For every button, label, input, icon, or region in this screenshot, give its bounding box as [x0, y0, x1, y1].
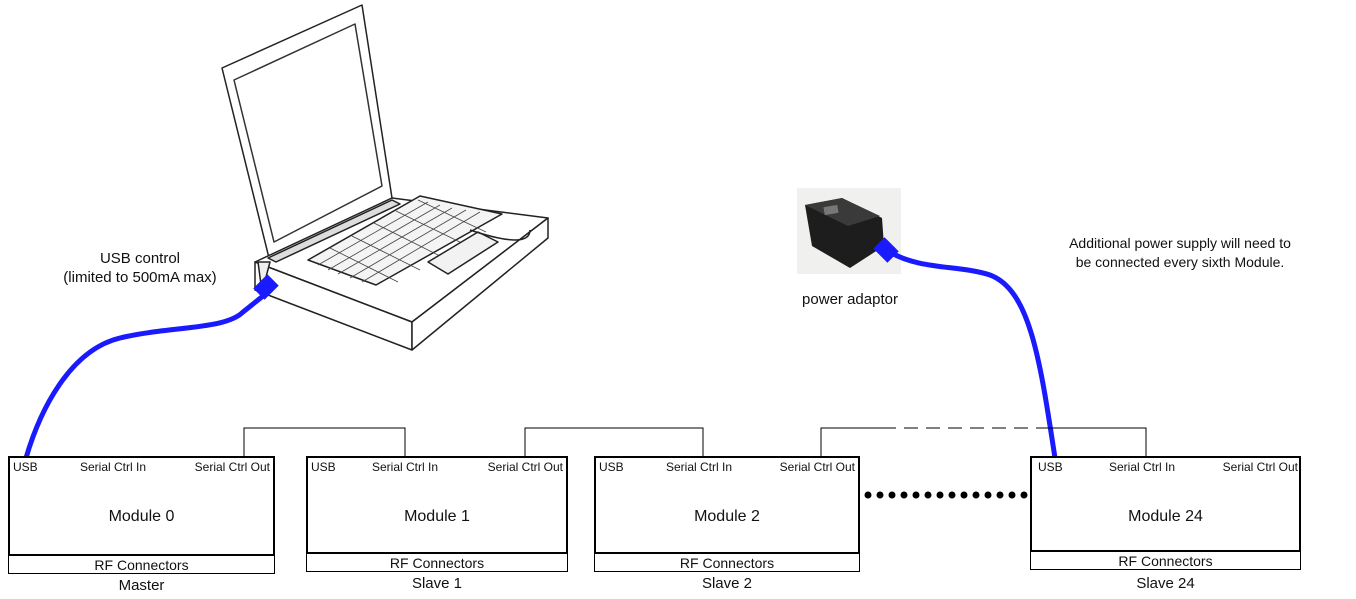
dotted-continuation — [864, 491, 1028, 499]
serial-in-label: Serial Ctrl In — [666, 460, 733, 474]
serial-in-label: Serial Ctrl In — [372, 460, 439, 474]
module-box: USB Serial Ctrl In Serial Ctrl Out Modul… — [8, 456, 275, 556]
serial-out-label: Serial Ctrl Out — [194, 460, 270, 474]
serial-in-label: Serial Ctrl In — [80, 460, 147, 474]
serial-connections — [243, 427, 1147, 456]
serial-out-label: Serial Ctrl Out — [487, 460, 563, 474]
module-name: Module 24 — [1128, 508, 1203, 525]
power-note-label: Additional power supply will need to be … — [1069, 235, 1291, 270]
serial-in-label: Serial Ctrl In — [1109, 460, 1176, 474]
module-name: Module 1 — [404, 508, 470, 525]
rf-connectors-bar: RF Connectors — [306, 554, 568, 572]
usb-port-label: USB — [13, 460, 38, 474]
module-box: USB Serial Ctrl In Serial Ctrl Out Modul… — [1030, 456, 1301, 552]
power-adaptor-icon — [797, 188, 901, 274]
rf-connectors-bar: RF Connectors — [594, 554, 860, 572]
module-role: Slave 1 — [411, 575, 463, 592]
serial-out-label: Serial Ctrl Out — [1222, 460, 1298, 474]
module-role: Master — [118, 577, 165, 594]
usb-cable — [23, 274, 279, 461]
power-cable — [873, 237, 1058, 461]
power-adaptor-label: power adaptor — [802, 291, 898, 308]
module-role: Slave 24 — [1136, 575, 1195, 592]
module-box: USB Serial Ctrl In Serial Ctrl Out Modul… — [306, 456, 568, 554]
rf-connectors-bar: RF Connectors — [8, 556, 275, 574]
module-name: Module 0 — [108, 508, 175, 525]
usb-port-label: USB — [599, 460, 624, 474]
rf-connectors-bar: RF Connectors — [1030, 552, 1301, 570]
module-role: Slave 2 — [701, 575, 753, 592]
module-name: Module 2 — [694, 508, 760, 525]
laptop-icon — [221, 4, 549, 351]
usb-control-label: USB control (limited to 500mA max) — [63, 250, 217, 286]
usb-port-label: USB — [1038, 460, 1063, 474]
usb-port-label: USB — [311, 460, 336, 474]
serial-out-label: Serial Ctrl Out — [779, 460, 855, 474]
module-box: USB Serial Ctrl In Serial Ctrl Out Modul… — [594, 456, 860, 554]
